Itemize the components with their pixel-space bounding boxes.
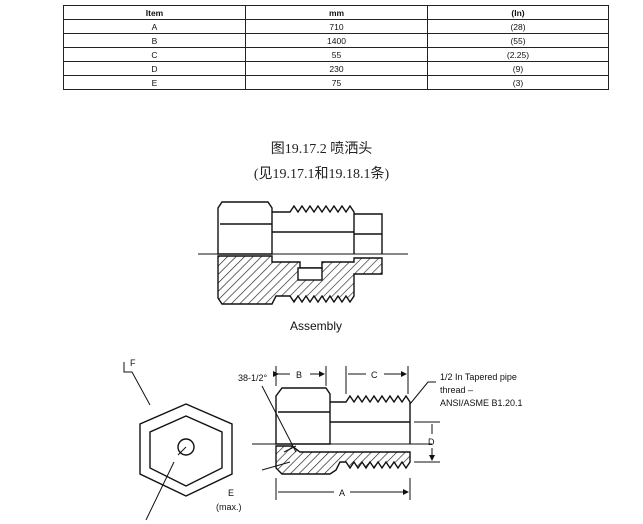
label-d: D: [428, 437, 435, 447]
pipe-note-leader: [409, 381, 436, 405]
label-angle: 38-1/2°: [238, 373, 268, 383]
dimension-b: [273, 366, 327, 386]
assembly-tip: [354, 213, 383, 254]
dimension-c: [345, 366, 409, 394]
orifice-circle: [177, 438, 195, 456]
figure-subtitle: (见19.17.1和19.18.1条): [253, 167, 390, 182]
table-row: C 55 (2.25): [63, 47, 609, 62]
section-hatched-lower: [275, 445, 411, 475]
assembly-threads-upper: [272, 204, 355, 254]
table-row: E 75 (3): [63, 75, 609, 90]
dimensions-table: Item mm (In) A 710 (28) B 1400 (55) C 55…: [63, 5, 609, 90]
pipe-note-line-1: 1/2 In Tapered pipe: [440, 372, 517, 382]
table-header-row: Item mm (In): [63, 5, 609, 20]
dimension-a: [275, 478, 411, 500]
label-c: C: [371, 370, 378, 380]
label-b: B: [296, 370, 302, 380]
side-section-view: [252, 385, 432, 475]
cell-in: (3): [427, 75, 609, 90]
hex-end-view: [123, 362, 233, 521]
label-e: E: [228, 488, 234, 498]
section-hex-upper: [275, 387, 331, 445]
table-row: B 1400 (55): [63, 33, 609, 48]
assembly-label: Assembly: [290, 319, 342, 333]
pipe-note-line-2: thread –: [440, 385, 473, 395]
figure-title: 图19.17.2 喷洒头: [270, 142, 373, 157]
assembly-view: [198, 201, 408, 305]
label-max: (max.): [216, 502, 242, 512]
section-threads-upper: [330, 394, 411, 444]
assembly-hex-body: [217, 201, 273, 255]
label-a: A: [339, 488, 345, 498]
label-f: F: [130, 358, 136, 368]
dimension-d: [414, 421, 440, 463]
pipe-note-line-3: ANSI/ASME B1.20.1: [440, 398, 523, 408]
